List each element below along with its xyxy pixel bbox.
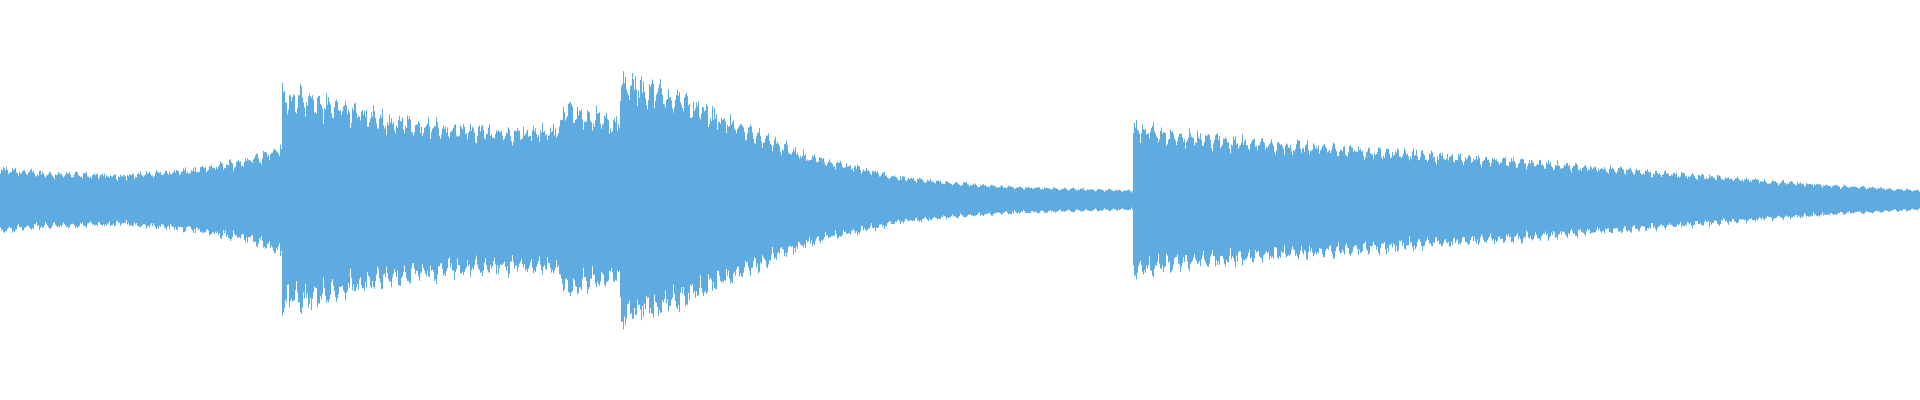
waveform-segment-5 <box>1133 119 1920 280</box>
waveform-segment-2 <box>282 82 563 316</box>
waveform-path <box>1133 119 1920 280</box>
waveform-path <box>563 101 620 297</box>
waveform-path <box>620 71 1133 330</box>
waveform-segment-3 <box>563 101 620 297</box>
waveform-segment-4 <box>620 71 1133 330</box>
waveform-bars <box>0 71 1920 330</box>
waveform-path <box>282 82 563 316</box>
waveform-segment-1 <box>0 144 282 256</box>
waveform-path <box>0 144 282 256</box>
